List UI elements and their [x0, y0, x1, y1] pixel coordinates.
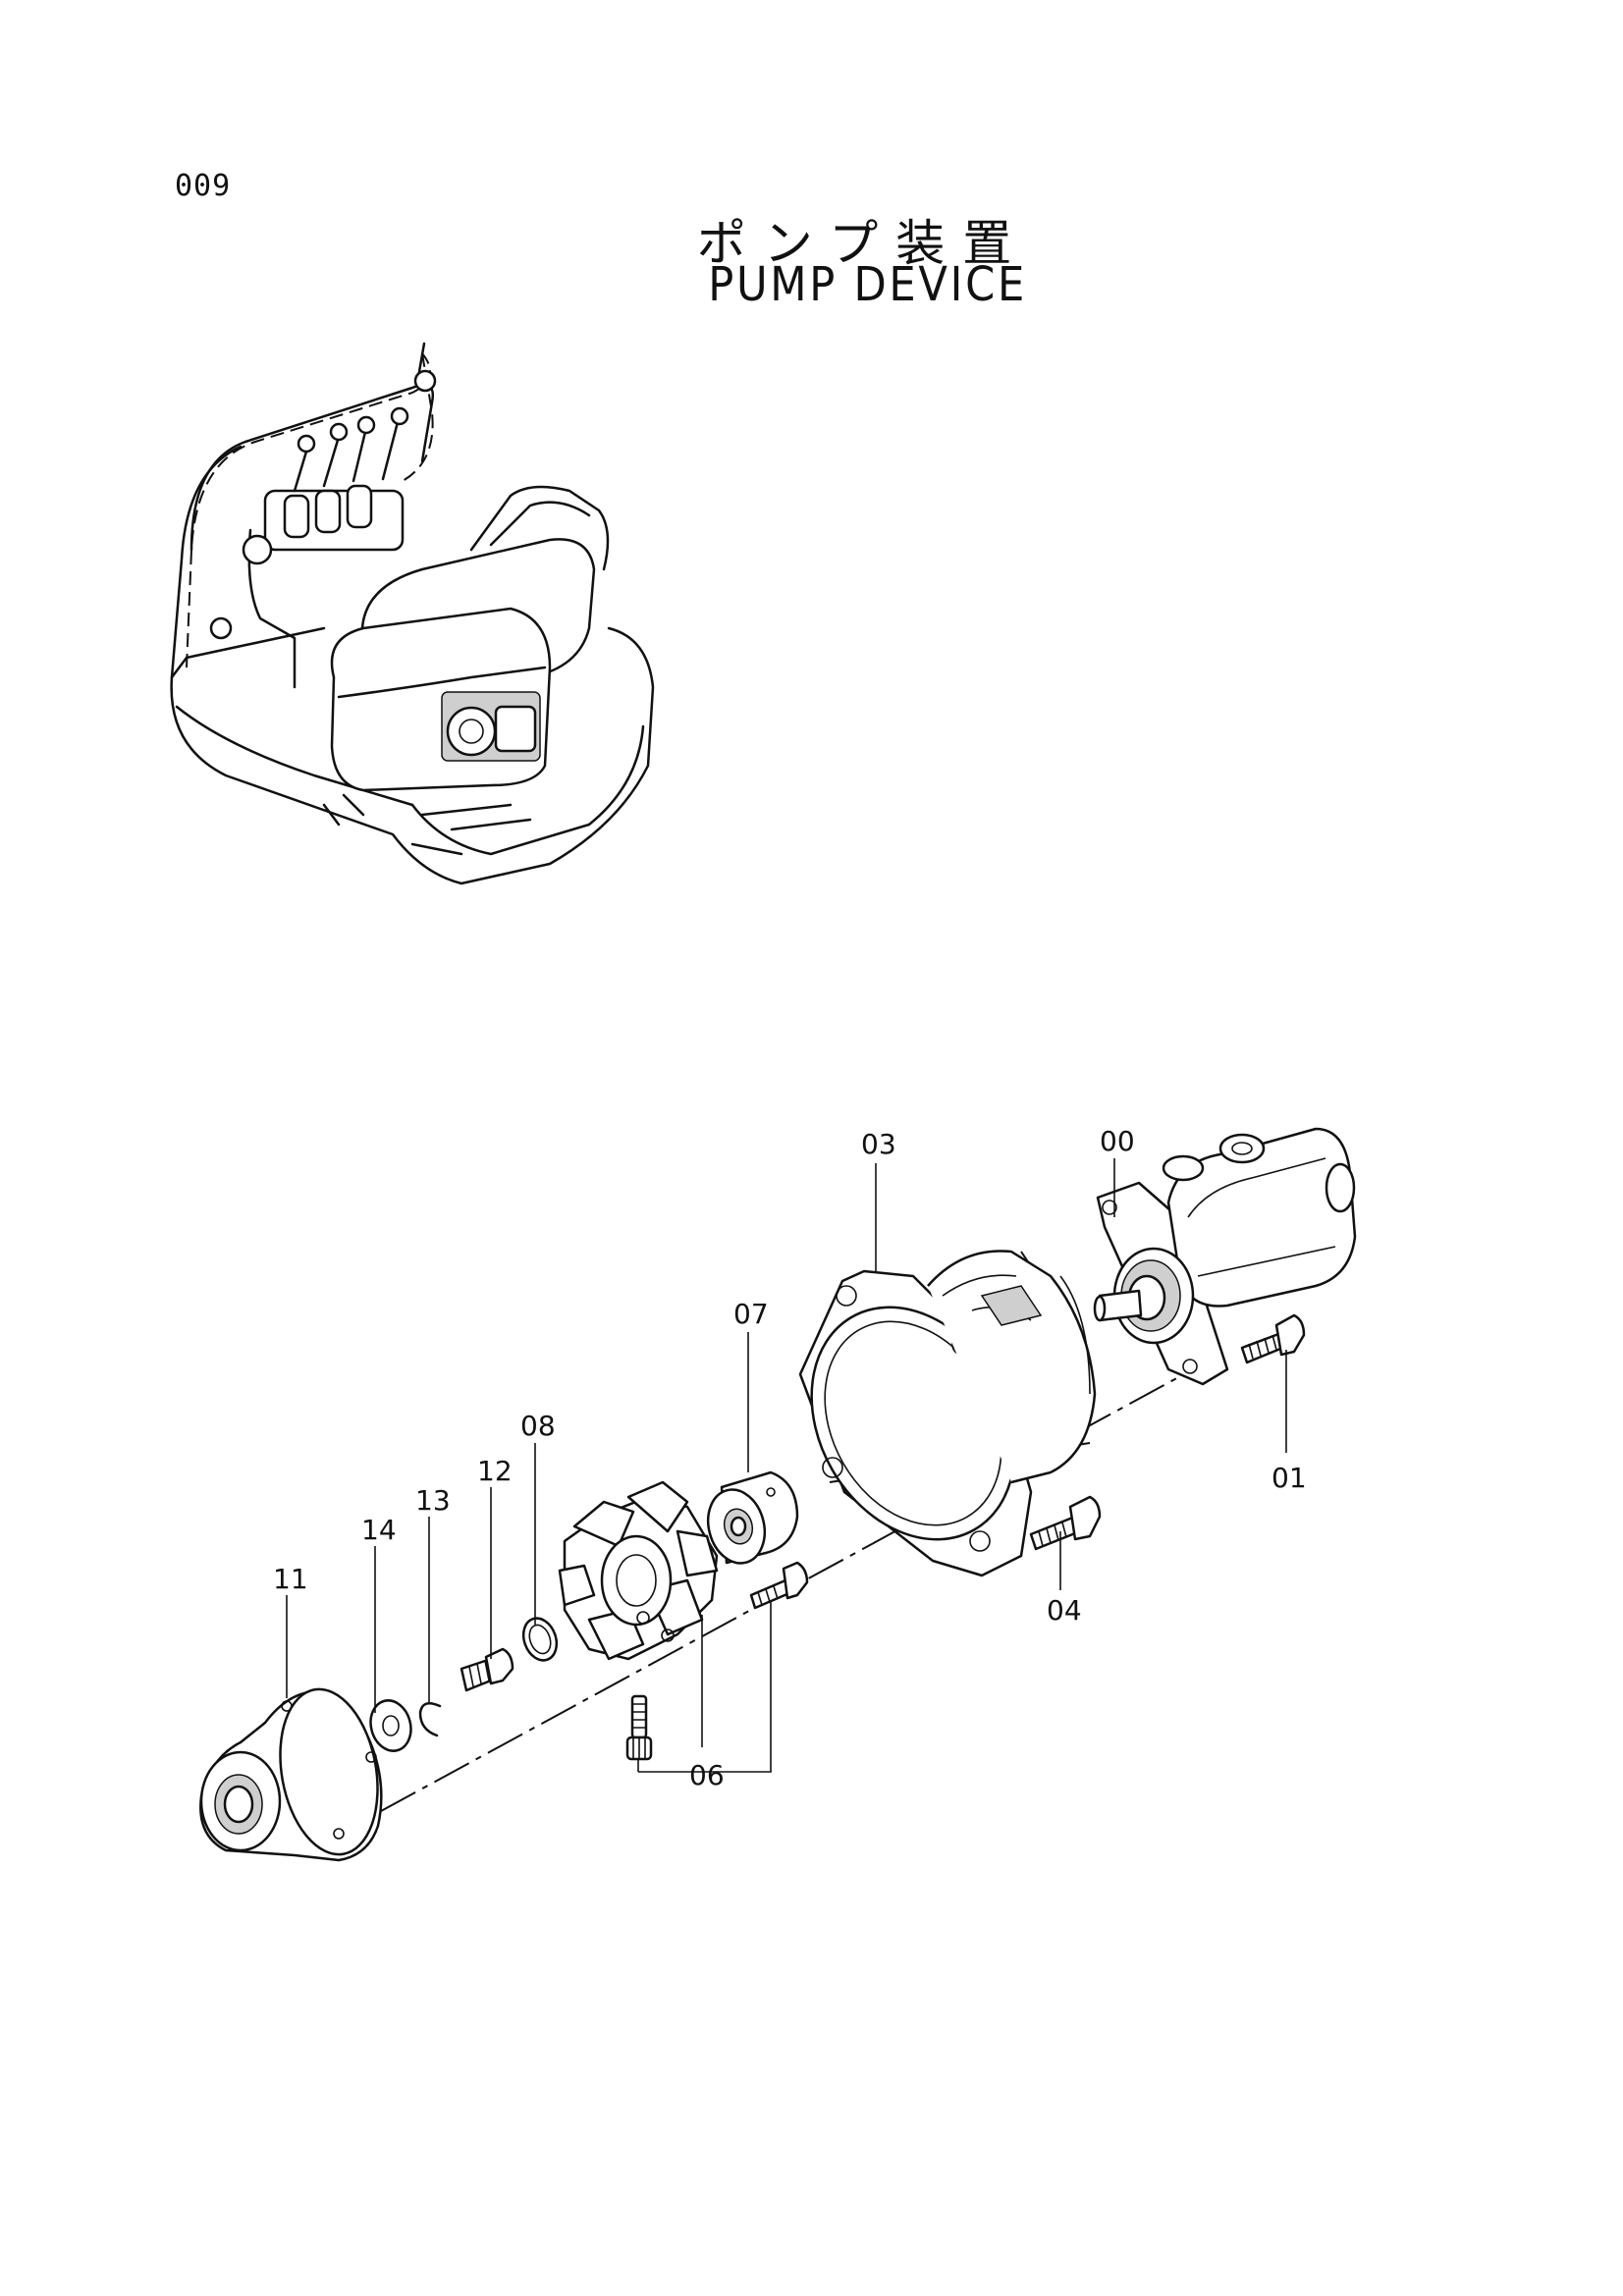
callout-13: 13 — [415, 1484, 451, 1517]
callout-07: 07 — [733, 1298, 769, 1330]
part-04-bolt — [1029, 1495, 1102, 1551]
part-08-ring — [521, 1617, 559, 1662]
part-14-washer — [369, 1699, 412, 1752]
callout-03: 03 — [861, 1128, 896, 1160]
callout-12: 12 — [477, 1455, 513, 1487]
part-06-screws — [625, 1561, 809, 1761]
part-03-housing — [798, 1250, 1097, 1577]
callout-14: 14 — [361, 1514, 397, 1546]
page-title-japanese: ポンプ装置 — [696, 215, 1030, 272]
callout-04: 04 — [1047, 1594, 1082, 1627]
part-00-pump — [1093, 1127, 1357, 1386]
part-11-flange — [199, 1687, 383, 1862]
leader-lines — [286, 1158, 1287, 1773]
callout-00: 00 — [1100, 1125, 1135, 1157]
part-01-bolt — [1240, 1313, 1306, 1364]
part-07-hub — [706, 1470, 799, 1565]
part-06-coupling — [558, 1480, 719, 1661]
machine-overview-illustration — [170, 342, 655, 885]
part-13-circlip — [418, 1701, 442, 1737]
page-number: 009 — [175, 169, 232, 203]
callout-01: 01 — [1271, 1462, 1307, 1494]
part-12-bolt — [460, 1647, 514, 1692]
callout-08: 08 — [520, 1410, 556, 1442]
page-title-english: PUMP DEVICE — [708, 257, 1027, 312]
callout-06: 06 — [689, 1759, 725, 1791]
callout-11: 11 — [273, 1563, 308, 1595]
